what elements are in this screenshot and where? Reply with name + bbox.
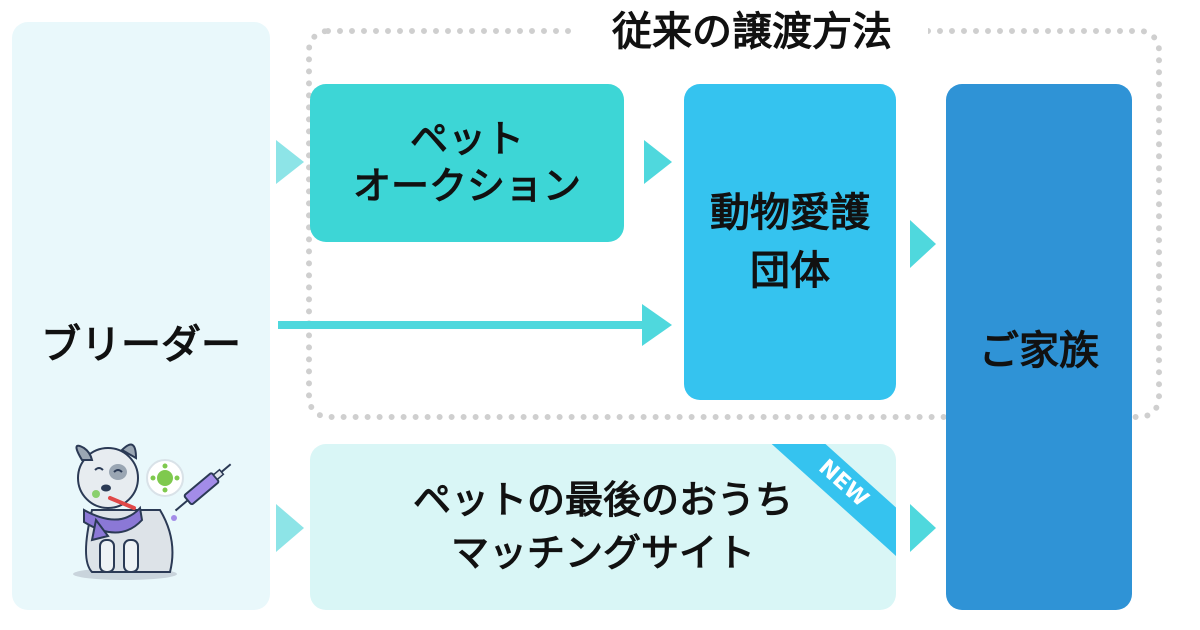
- family-label: ご家族: [979, 328, 1099, 374]
- arrow-breeder-to-shelter-shaft: [278, 321, 644, 329]
- pet-auction-label-line1: ペット: [409, 116, 524, 161]
- arrow-shelter-to-family: [910, 220, 936, 268]
- family-node: ご家族: [946, 84, 1132, 610]
- frame-title: 従来の譲渡方法: [576, 4, 928, 60]
- breeder-label: ブリーダー: [41, 322, 241, 368]
- arrow-auction-to-shelter: [644, 140, 672, 184]
- pet-auction-label-line2: オークション: [352, 164, 581, 208]
- arrow-breeder-to-auction: [276, 140, 304, 184]
- arrow-breeder-to-matching: [276, 504, 304, 552]
- animal-welfare-node: 動物愛護 団体: [684, 84, 896, 400]
- matching-site-label-line1: ペットの最後のおうち: [412, 477, 793, 522]
- arrow-matching-to-family: [910, 504, 936, 552]
- animal-welfare-label-line2: 団体: [750, 248, 830, 294]
- matching-site-node: ペットの最後のおうち マッチングサイト NEW: [310, 444, 896, 610]
- pet-auction-node: ペット オークション: [310, 84, 624, 242]
- matching-site-label-line2: マッチングサイト: [450, 531, 755, 575]
- animal-welfare-label-line1: 動物愛護: [710, 190, 870, 236]
- arrow-breeder-to-shelter-head: [642, 304, 672, 346]
